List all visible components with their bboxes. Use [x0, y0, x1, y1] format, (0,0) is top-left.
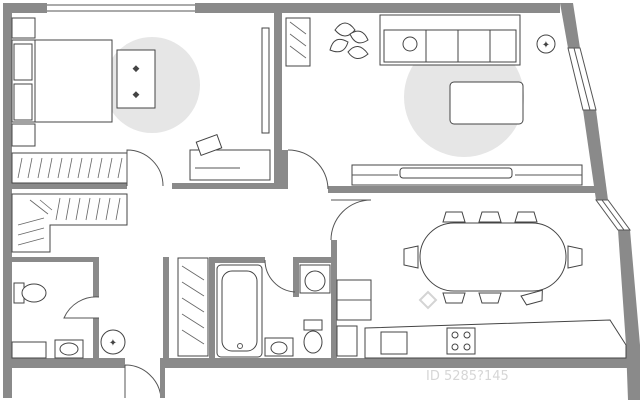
toilet-room: ✦: [11, 282, 126, 359]
svg-text:✦: ✦: [542, 40, 550, 51]
bathroom: [177, 257, 331, 358]
wc-tank: [303, 319, 323, 331]
hall-pouf: [100, 329, 126, 355]
interior-walls: [12, 13, 596, 358]
svg-text:✦: ✦: [109, 338, 117, 349]
watermark: ID 5285?145: [418, 290, 509, 384]
plant: [329, 22, 369, 59]
kitchen-dining: [336, 211, 627, 359]
desk-chair: [195, 134, 223, 156]
right-wall-bottom: [618, 230, 640, 400]
entry-door: [124, 364, 162, 399]
pillow-1: [13, 43, 33, 81]
ottoman: [116, 49, 156, 109]
kitchen-sink: [380, 331, 408, 355]
toilet-door: [63, 296, 100, 319]
living-door: [287, 149, 329, 190]
outer-walls: [3, 3, 640, 400]
right-wall-top: [560, 3, 580, 48]
dining-chairs: [403, 211, 583, 306]
bedroom: ◆ ◆: [11, 17, 271, 187]
tv: [399, 167, 513, 179]
kitchen-door: [330, 199, 372, 241]
bedroom-door: [126, 149, 164, 187]
living-room: ✦: [285, 14, 583, 190]
pillow-2: [13, 83, 33, 121]
toilet-shelf: [11, 341, 47, 359]
dining-table: [419, 222, 567, 292]
toilet-bowl: [21, 283, 47, 303]
coffee-table: [449, 81, 524, 125]
nightstand-top: [11, 17, 36, 39]
watermark-id: ID 5285?145: [426, 369, 509, 384]
cushion: [402, 36, 418, 52]
svg-text:◆: ◆: [133, 90, 140, 100]
bathroom-door: [264, 259, 296, 293]
kitchen-cabinet: [336, 325, 358, 357]
watermark-logo-icon: [418, 290, 438, 310]
svg-text:◆: ◆: [133, 64, 140, 74]
kitchen-counter: [364, 319, 627, 359]
hallway-wardrobe: [11, 193, 372, 399]
right-wall-mid: [583, 110, 608, 200]
living-shelf: [285, 17, 311, 67]
bath-shelf: [177, 257, 209, 357]
cooktop: [446, 327, 476, 355]
side-table: [536, 34, 556, 54]
wc-bowl: [303, 330, 323, 354]
bedroom-wall-panel: [261, 27, 270, 134]
nightstand-bottom: [11, 123, 36, 147]
